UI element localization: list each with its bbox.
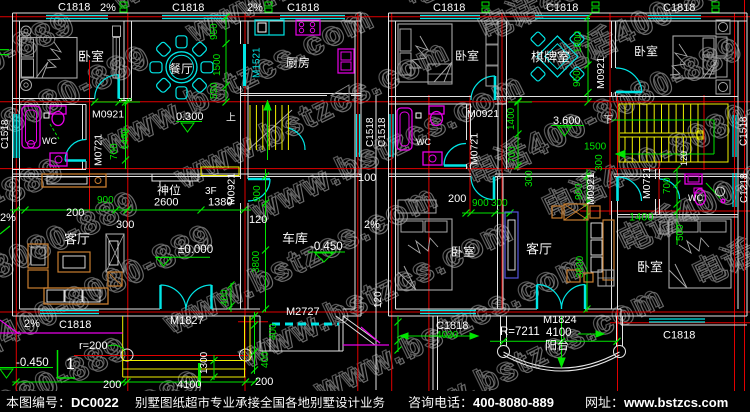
svg-text:120: 120 [249, 214, 267, 226]
svg-text:300: 300 [594, 154, 605, 171]
svg-text:400-8080-889: 400-8080-889 [473, 395, 554, 410]
svg-text:1400: 1400 [506, 107, 517, 130]
svg-text:R=7211: R=7211 [500, 326, 540, 338]
svg-text:WC: WC [42, 136, 57, 146]
svg-text:4100: 4100 [546, 327, 572, 339]
svg-text:300: 300 [491, 198, 508, 209]
svg-text:400: 400 [268, 323, 279, 340]
svg-text:700: 700 [109, 143, 120, 160]
svg-text:C1818: C1818 [287, 2, 319, 14]
svg-text:www.bstzcs.com: www.bstzcs.com [623, 395, 728, 410]
svg-text:200: 200 [103, 379, 121, 391]
svg-text:C1818: C1818 [172, 2, 204, 14]
svg-text:1500: 1500 [212, 53, 223, 76]
svg-text:550: 550 [209, 82, 220, 99]
svg-text:0.300: 0.300 [176, 111, 204, 123]
svg-text:400: 400 [260, 351, 271, 368]
svg-text:C1518: C1518 [377, 117, 388, 147]
svg-text:400: 400 [220, 289, 231, 306]
svg-text:3800: 3800 [575, 255, 586, 278]
svg-text:1380: 1380 [208, 197, 232, 209]
svg-text:C1518: C1518 [365, 117, 376, 147]
svg-text:300: 300 [116, 219, 134, 231]
svg-text:300: 300 [524, 170, 535, 187]
svg-text:r=200: r=200 [79, 340, 107, 352]
svg-text:M0921: M0921 [226, 173, 238, 205]
svg-text:950: 950 [572, 70, 583, 87]
svg-text:M0921: M0921 [595, 57, 607, 89]
svg-text:C1818: C1818 [58, 2, 90, 14]
svg-text:M0921: M0921 [585, 173, 597, 205]
svg-text:100: 100 [358, 172, 376, 184]
svg-text:C1518: C1518 [0, 119, 11, 149]
svg-text:M0721: M0721 [469, 133, 481, 165]
svg-text:4020: 4020 [436, 330, 459, 341]
svg-text:2%: 2% [24, 318, 40, 330]
svg-text:900: 900 [574, 183, 585, 200]
svg-text:M1827: M1827 [170, 315, 204, 327]
svg-text:2%: 2% [100, 2, 116, 14]
svg-text:-0.450: -0.450 [310, 241, 343, 253]
svg-text:950: 950 [209, 23, 220, 40]
svg-text:3.600: 3.600 [553, 115, 581, 127]
svg-text:WC: WC [416, 137, 431, 147]
svg-text:M1824: M1824 [543, 314, 577, 326]
svg-text:900: 900 [472, 198, 489, 209]
svg-text:-0.450: -0.450 [16, 357, 49, 369]
svg-text:1800: 1800 [573, 30, 584, 53]
svg-text:120: 120 [373, 291, 384, 308]
svg-text:C1518: C1518 [739, 116, 750, 146]
svg-text:1400: 1400 [629, 212, 653, 224]
svg-text:1300: 1300 [199, 351, 210, 374]
svg-text:2%: 2% [247, 2, 263, 14]
svg-text:1: 1 [66, 356, 75, 373]
svg-text:M0921: M0921 [467, 108, 499, 120]
svg-text:C1818: C1818 [59, 319, 91, 331]
svg-text:M2727: M2727 [286, 306, 320, 318]
svg-text:C1818: C1818 [663, 330, 695, 342]
svg-text:4100: 4100 [177, 379, 201, 391]
svg-text:200: 200 [66, 207, 84, 219]
svg-text:1400: 1400 [120, 127, 131, 150]
svg-text:M1521: M1521 [252, 47, 263, 78]
svg-text:2%: 2% [0, 212, 16, 224]
svg-text:C1818: C1818 [546, 2, 578, 14]
svg-text:900: 900 [252, 185, 263, 202]
svg-text:200: 200 [448, 193, 466, 205]
svg-text:900: 900 [97, 195, 114, 206]
svg-text:C1818: C1818 [433, 2, 465, 14]
svg-text:WC: WC [688, 193, 703, 203]
svg-text:120: 120 [679, 151, 689, 166]
svg-text:M0721: M0721 [641, 167, 653, 199]
svg-text:2600: 2600 [154, 197, 178, 209]
svg-text:3800: 3800 [251, 250, 262, 273]
svg-text:200: 200 [255, 376, 273, 388]
svg-text:700: 700 [662, 177, 673, 194]
svg-text:1500: 1500 [584, 142, 607, 153]
svg-text:C1218: C1218 [739, 173, 750, 203]
svg-text:±0.000: ±0.000 [178, 244, 213, 256]
svg-text:500: 500 [675, 224, 686, 241]
svg-text:M0921: M0921 [92, 109, 124, 121]
svg-text:700: 700 [507, 146, 518, 163]
svg-text:DC0022: DC0022 [71, 395, 119, 410]
svg-text:M0721: M0721 [93, 134, 105, 166]
svg-text:2%: 2% [364, 219, 380, 231]
svg-text:C1818: C1818 [436, 320, 468, 332]
svg-text:C1818: C1818 [663, 2, 695, 14]
svg-text:3F: 3F [205, 186, 217, 197]
